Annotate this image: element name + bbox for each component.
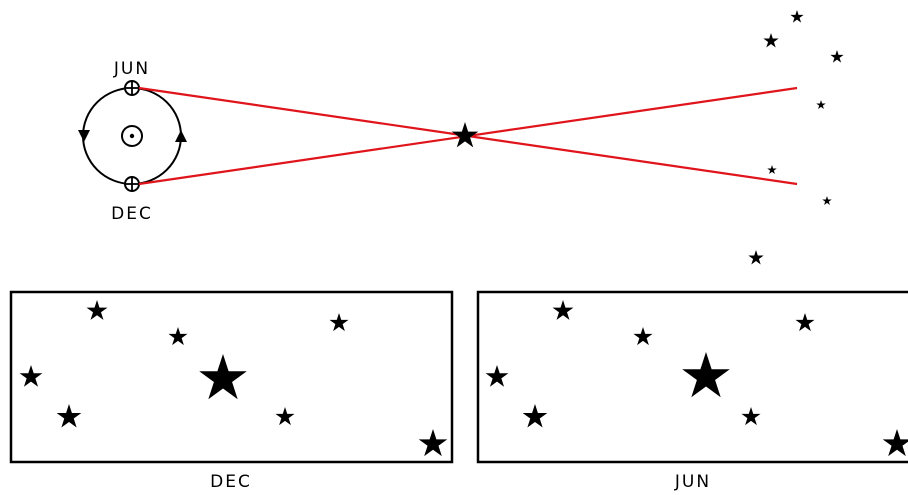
panel-star-icon (633, 327, 652, 345)
panel-star-icon (523, 404, 548, 428)
december-view-panel: DEC (11, 292, 452, 492)
earth-label-dec: DEC (111, 204, 153, 224)
panel-star-icon (275, 407, 294, 425)
panel-star-icon (57, 404, 82, 428)
panel-star-icon (87, 300, 108, 320)
background-star-icon (830, 50, 843, 63)
panel-star-icon (329, 313, 348, 331)
background-star-icon (822, 196, 832, 205)
panel-star-icon (741, 407, 760, 425)
panel-label-jun: JUN (674, 472, 711, 492)
panel-star-icon (168, 327, 187, 345)
background-star-icon (763, 33, 778, 47)
earth-orbit-group: JUN DEC (78, 59, 187, 224)
orbit-arrow-left-icon (78, 130, 90, 142)
earth-label-jun: JUN (113, 59, 150, 79)
earth-june-icon (125, 81, 139, 95)
panel-star-icon (795, 313, 814, 331)
panel-star-icon (883, 429, 908, 456)
background-star-icon (816, 100, 826, 109)
sun-icon (122, 126, 142, 146)
background-star-icon (790, 10, 803, 23)
panel-star-icon (20, 365, 43, 387)
june-view-panel: JUN (478, 292, 908, 492)
panel-label-dec: DEC (210, 472, 252, 492)
orbit-arrow-right-icon (175, 130, 187, 142)
nearby-star-panel-icon (682, 352, 730, 397)
panel-star-icon (486, 365, 509, 387)
background-star-icon (767, 165, 777, 174)
panel-star-icon (419, 429, 448, 456)
background-stars (748, 10, 843, 264)
panel-star-icon (553, 300, 574, 320)
background-star-icon (748, 250, 763, 264)
nearby-star-panel-icon (199, 354, 247, 399)
earth-december-icon (125, 177, 139, 191)
